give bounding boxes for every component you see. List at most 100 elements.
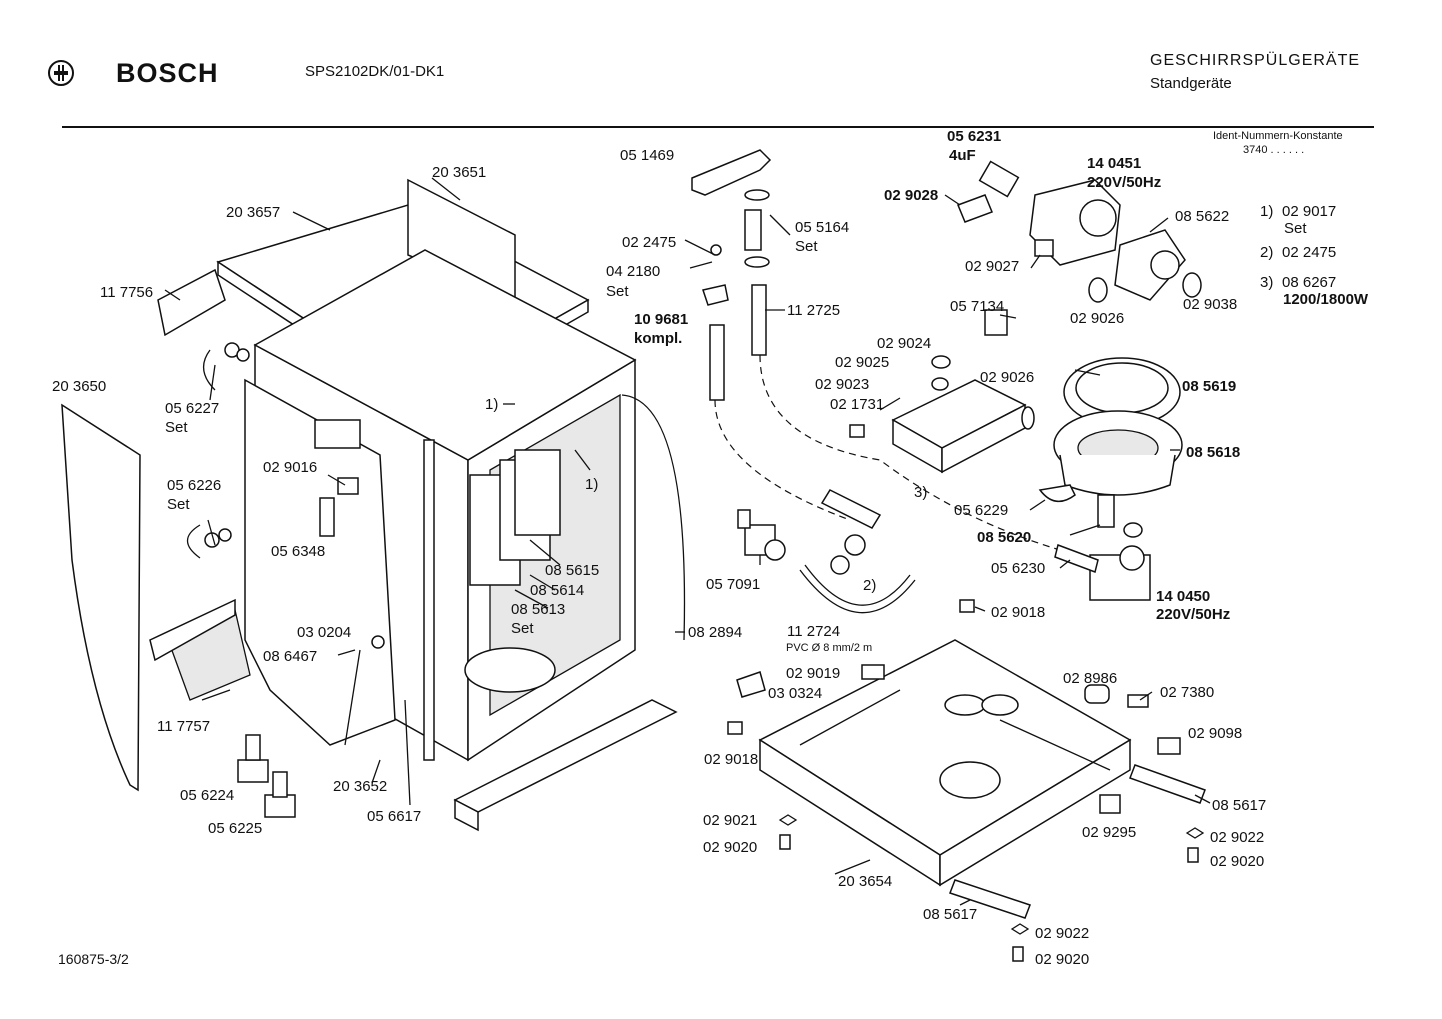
part-label: 02 9024 — [877, 335, 931, 352]
part-label: 02 2475 — [622, 234, 676, 251]
category-subtitle: Standgeräte — [1150, 75, 1232, 92]
part-label: 11 2724 — [787, 623, 840, 640]
part-label: 05 6348 — [271, 543, 325, 560]
part-label: 14 0451 — [1087, 155, 1141, 172]
part-label: 3) — [914, 484, 927, 501]
part-label: 02 9295 — [1082, 824, 1136, 841]
footnote-code: 02 2475 — [1282, 244, 1336, 261]
pressure-switches — [237, 734, 296, 818]
part-label: 02 9016 — [263, 459, 317, 476]
part-label: 02 9022 — [1210, 829, 1264, 846]
relay — [984, 309, 1008, 336]
part-label: 05 6231 — [947, 128, 1001, 145]
part-label: 05 7091 — [706, 576, 760, 593]
part-label: 20 3652 — [333, 778, 387, 795]
ident-label: Ident-Nummern-Konstante — [1213, 130, 1343, 142]
bosch-logo-icon — [48, 60, 74, 86]
part-label: 05 1469 — [620, 147, 674, 164]
part-label: 02 8986 — [1063, 670, 1117, 687]
part-label: kompl. — [634, 330, 682, 347]
part-label: 14 0450 — [1156, 588, 1210, 605]
part-label: 02 1731 — [830, 396, 884, 413]
part-label: 02 9020 — [1210, 853, 1264, 870]
part-label: 02 9021 — [703, 812, 757, 829]
part-label: Set — [511, 620, 534, 637]
part-label: 20 3650 — [52, 378, 106, 395]
part-label: 220V/50Hz — [1156, 606, 1230, 623]
footnote-code: 08 6267 — [1282, 274, 1336, 291]
part-label: 02 9020 — [1035, 951, 1089, 968]
part-label: 08 5619 — [1182, 378, 1236, 395]
ident-value: 3740 . . . . . . — [1243, 144, 1304, 156]
side-rail — [423, 394, 686, 761]
sump-assembly — [1038, 357, 1183, 538]
part-label: 02 9018 — [704, 751, 758, 768]
drawing-number: 160875-3/2 — [58, 951, 129, 967]
motor-capacitor — [957, 160, 1020, 223]
part-label: 08 5614 — [530, 582, 584, 599]
base-tray — [758, 639, 1132, 887]
part-label: 05 6229 — [954, 502, 1008, 519]
part-label: 08 5622 — [1175, 208, 1229, 225]
part-label: 02 9020 — [703, 839, 757, 856]
door-switch — [337, 477, 385, 746]
part-label: 20 3654 — [838, 873, 892, 890]
fill-tubes — [702, 189, 770, 401]
drain-hose — [799, 489, 916, 614]
part-label: 02 9026 — [980, 369, 1034, 386]
model-number: SPS2102DK/01-DK1 — [305, 63, 445, 80]
hinge-bracket — [157, 268, 226, 337]
part-label: 05 7134 — [950, 298, 1004, 315]
part-label: 08 5613 — [511, 601, 565, 618]
part-label: 08 2894 — [688, 624, 742, 641]
part-label: 05 6230 — [991, 560, 1045, 577]
part-label: 05 6224 — [180, 787, 234, 804]
part-label: 05 6227 — [165, 400, 219, 417]
part-label: 02 9026 — [1070, 310, 1124, 327]
part-label: Set — [606, 283, 629, 300]
part-label: PVC Ø 8 mm/2 m — [786, 642, 872, 654]
category-title: GESCHIRRSPÜLGERÄTE — [1150, 52, 1361, 69]
part-label: 1) — [485, 396, 498, 413]
footnote-key: 1) — [1260, 203, 1273, 220]
part-label: 10 9681 — [634, 311, 688, 328]
part-label: 05 6617 — [367, 808, 421, 825]
door-panel — [244, 378, 396, 746]
part-label: 02 9023 — [815, 376, 869, 393]
insulation-block — [149, 598, 251, 701]
hose-clamp — [830, 534, 866, 575]
part-label: 02 9022 — [1035, 925, 1089, 942]
part-label: 05 6226 — [167, 477, 221, 494]
part-label: 03 0204 — [297, 624, 351, 641]
part-label: Set — [165, 419, 188, 436]
part-label: 08 5618 — [1186, 444, 1240, 461]
part-label: 02 9028 — [884, 187, 938, 204]
part-label: 05 6225 — [208, 820, 262, 837]
footnote-key: 3) — [1260, 274, 1273, 291]
leader-lines — [164, 177, 1211, 906]
part-label: 11 2725 — [787, 302, 840, 319]
part-label: 02 9025 — [835, 354, 889, 371]
footnote-legend: Ident-Nummern-Konstante 3740 . . . . . .… — [1213, 130, 1369, 308]
part-label: 08 5617 — [923, 906, 977, 923]
part-label: 08 5615 — [545, 562, 599, 579]
footnote-key: 2) — [1260, 244, 1273, 261]
side-panel-left — [61, 403, 141, 792]
part-labels: 20 3651 20 3657 11 7756 20 3650 05 6227 … — [52, 128, 1266, 968]
part-label: 05 5164 — [795, 219, 849, 236]
part-label: 4uF — [949, 147, 976, 164]
part-label: 11 7756 — [100, 284, 153, 301]
part-label: 11 7757 — [157, 718, 210, 735]
header-rule — [62, 126, 1374, 128]
footnote-note: Set — [1284, 220, 1307, 237]
hose-clips — [186, 342, 250, 559]
footnote-note: 1200/1800W — [1283, 291, 1369, 308]
part-label: 03 0324 — [768, 685, 822, 702]
kickplate — [453, 699, 678, 832]
part-label: 1) — [585, 476, 598, 493]
drain-pump — [1054, 544, 1151, 601]
part-label: 02 9027 — [965, 258, 1019, 275]
inlet-valve — [737, 509, 786, 561]
part-label: Set — [795, 238, 818, 255]
